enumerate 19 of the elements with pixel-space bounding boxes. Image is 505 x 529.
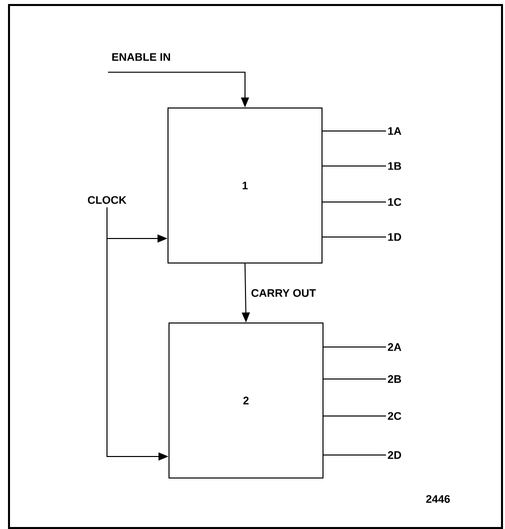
signal-label: CLOCK xyxy=(88,196,126,204)
connector-line xyxy=(323,454,386,456)
signal-label: 1D xyxy=(388,233,402,241)
signal-label: 2D xyxy=(388,451,402,459)
signal-label: 1C xyxy=(388,198,402,206)
signal-label: 2A xyxy=(388,343,402,351)
figure-number: 2446 xyxy=(426,495,450,503)
signal-label: ENABLE IN xyxy=(112,53,170,61)
edge-label: CARRY OUT xyxy=(250,288,317,298)
signal-label: 2C xyxy=(388,412,402,420)
block-box: 2 xyxy=(168,322,324,478)
signal-label: 1A xyxy=(388,127,402,135)
signal-label: 1B xyxy=(388,162,402,170)
connector-line xyxy=(323,378,386,380)
connector-line xyxy=(322,236,386,238)
block-box: 1 xyxy=(168,108,322,264)
signal-label: 2B xyxy=(388,375,402,383)
connector-line xyxy=(323,346,386,348)
connector-line xyxy=(322,130,386,132)
